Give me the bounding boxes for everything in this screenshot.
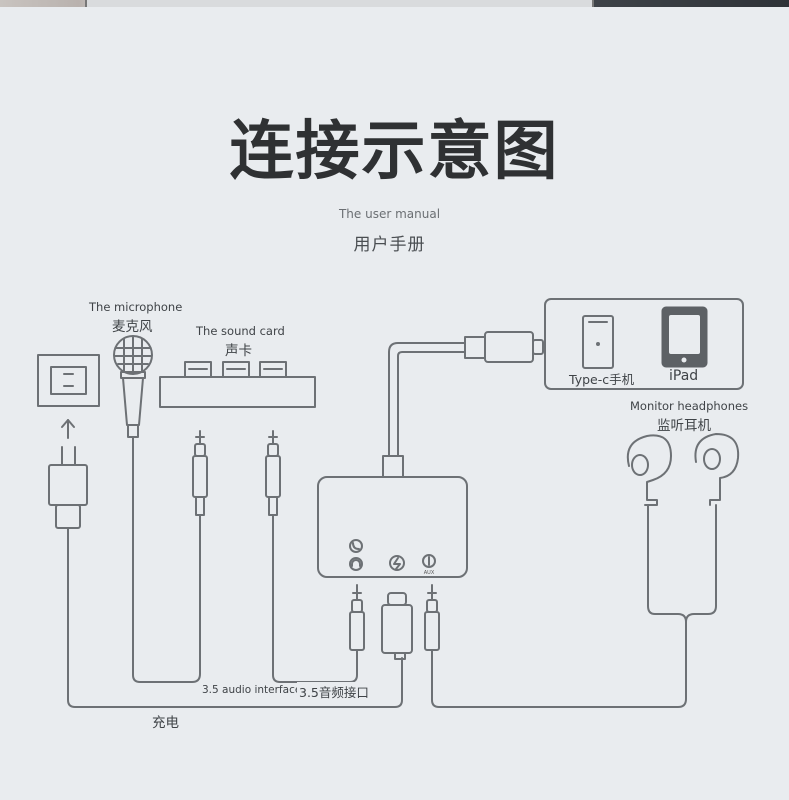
audio-interface-label-en: 3.5 audio interface	[200, 684, 304, 696]
hub-audio-plug-right	[424, 584, 440, 651]
charge-label: 充电	[152, 715, 179, 731]
soundcard-label-en: The sound card	[196, 324, 285, 338]
type-c-phone-icon	[582, 315, 614, 369]
headphones-label-zh: 监听耳机	[657, 418, 711, 434]
microphone-cable	[132, 436, 201, 683]
soundcard-label-zh: 声卡	[225, 343, 252, 359]
ipad-label: iPad	[669, 368, 699, 384]
headphone-cable-left	[647, 504, 687, 623]
soundcard-cable	[272, 514, 358, 683]
headphones-label-en: Monitor headphones	[630, 399, 749, 413]
top-photo-strip	[0, 0, 789, 7]
earbuds-icon	[626, 433, 740, 506]
audio-jack-mic	[192, 430, 208, 516]
microphone-label-en: The microphone	[89, 300, 183, 314]
power-socket-icon	[37, 354, 100, 407]
phone-icon	[349, 539, 363, 553]
headphone-cable	[431, 621, 687, 708]
headphone-port-icon	[349, 557, 363, 571]
charging-cable	[67, 527, 403, 708]
aux-port-label: AUX	[424, 570, 435, 576]
sound-card-icon	[159, 361, 316, 408]
device-box	[544, 298, 744, 390]
audio-jack-soundcard	[265, 430, 281, 516]
microphone-label-zh: 麦克风	[112, 319, 153, 335]
ipad-icon	[661, 306, 708, 368]
audio-interface-label-zh: 3.5音频接口	[297, 682, 371, 701]
typec-phone-label: Type-c手机	[569, 372, 635, 387]
upload-arrow-icon	[61, 419, 75, 439]
page-title: 连接示意图	[229, 115, 560, 189]
power-plug-icon	[48, 446, 88, 529]
charge-port-icon	[389, 555, 405, 571]
subtitle-english: The user manual	[338, 207, 441, 221]
adapter-hub-icon: AUX	[317, 331, 544, 578]
subtitle-chinese: 用户手册	[353, 235, 426, 255]
aux-port-icon: AUX	[422, 554, 436, 576]
headphone-cable-right	[685, 504, 717, 623]
microphone-icon	[113, 335, 153, 438]
hub-audio-plug-left	[349, 584, 365, 651]
hub-typec-plug	[381, 592, 413, 660]
